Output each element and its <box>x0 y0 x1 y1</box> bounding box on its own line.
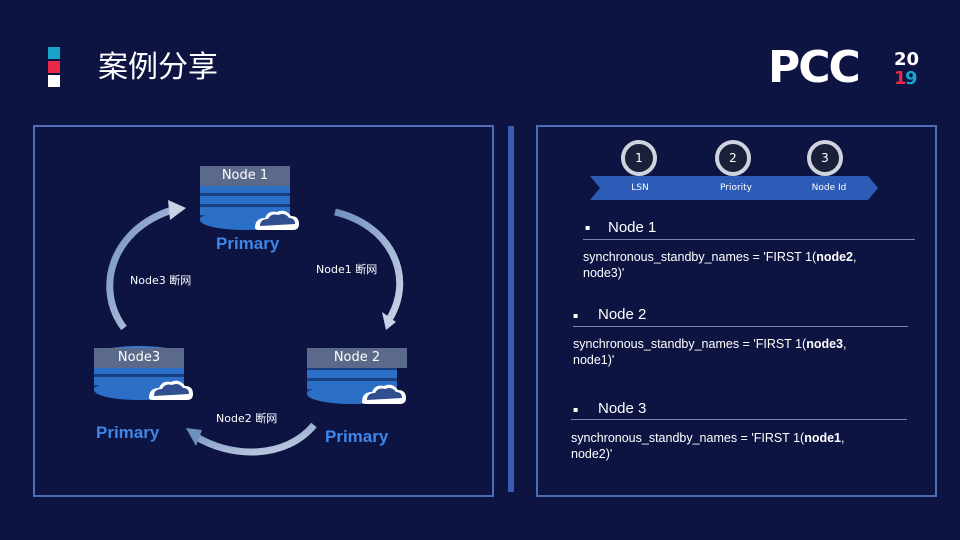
node1-role: Primary <box>216 234 280 253</box>
node2-rule <box>573 326 908 327</box>
node1-disconnect-label: Node1 断网 <box>316 263 378 276</box>
step-3-label: Node Id <box>811 183 847 193</box>
step-1-circle: 1 <box>621 140 657 176</box>
accent-bars <box>48 47 60 89</box>
node1-rule <box>583 239 915 240</box>
pcc-logo: PCC 20 1 9 <box>768 46 919 88</box>
node1-config-text: synchronous_standby_names = 'FIRST 1(nod… <box>583 250 857 280</box>
node3-role: Primary <box>96 423 160 442</box>
node2-config-text: synchronous_standby_names = 'FIRST 1(nod… <box>573 337 847 367</box>
svg-text:20: 20 <box>894 49 919 70</box>
panel-divider <box>508 126 514 492</box>
node3-rule <box>571 419 907 420</box>
accent-bar-cyan <box>48 47 60 59</box>
node2-role: Primary <box>325 427 389 446</box>
page-title: 案例分享 <box>98 50 218 85</box>
svg-text:PCC: PCC <box>768 46 859 88</box>
svg-text:1: 1 <box>894 68 907 88</box>
node1-label: Node 1 <box>200 166 290 186</box>
arrow-node2-to-node3-head <box>186 428 202 446</box>
step-chevrons <box>590 176 878 200</box>
node2-label: Node 2 <box>307 348 407 368</box>
step-1-label: LSN <box>631 183 649 193</box>
arrow-node3-to-node1-head <box>168 200 186 220</box>
node2-disconnect-label: Node2 断网 <box>216 412 278 425</box>
node3-section-title: Node 3 <box>598 400 647 417</box>
step-3-circle: 3 <box>807 140 843 176</box>
node3-bullet: ▪ <box>573 405 579 414</box>
step-2-label: Priority <box>719 183 753 193</box>
cluster-diagram-panel <box>33 125 494 497</box>
accent-bar-white <box>48 75 60 87</box>
node3-disconnect-label: Node3 断网 <box>130 274 192 287</box>
arrow-node1-to-node2 <box>334 208 404 320</box>
svg-text:9: 9 <box>905 68 918 88</box>
node1-bullet: ▪ <box>585 223 591 232</box>
node3-config-text: synchronous_standby_names = 'FIRST 1(nod… <box>571 431 845 461</box>
arrow-node1-to-node2-head <box>382 312 396 330</box>
node2-section-title: Node 2 <box>598 306 647 323</box>
node2-bullet: ▪ <box>573 311 579 320</box>
arrow-node2-to-node3 <box>193 422 317 456</box>
config-panel <box>536 125 937 497</box>
node3-label: Node3 <box>94 348 184 368</box>
node1-section-title: Node 1 <box>608 219 657 236</box>
arrow-node3-to-node1 <box>106 206 174 331</box>
accent-bar-red <box>48 61 60 73</box>
step-2-circle: 2 <box>715 140 751 176</box>
